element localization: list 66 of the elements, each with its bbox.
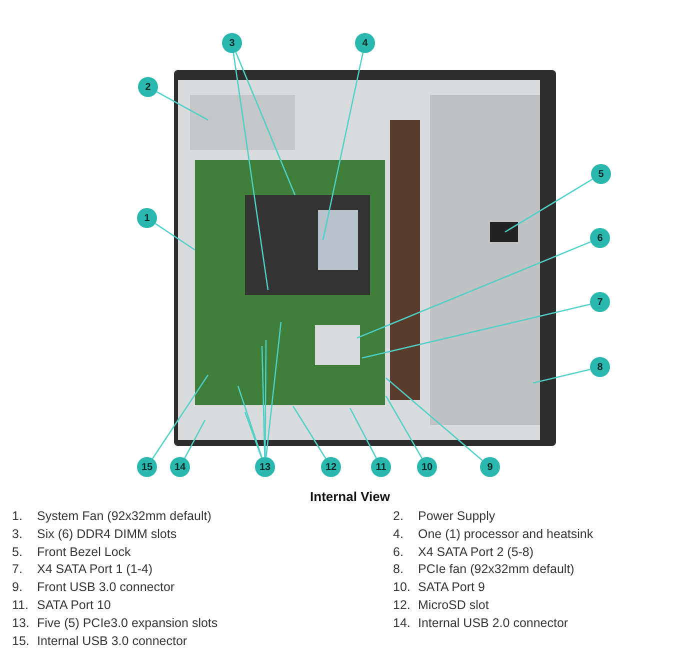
callout-number: 2 [138, 77, 158, 97]
leader-line [322, 52, 364, 240]
list-number: 1. [12, 508, 22, 524]
list-item-text: One (1) processor and heatsink [418, 526, 594, 542]
callout-number: 10 [417, 457, 437, 477]
list-number: 4. [393, 526, 404, 542]
leader-line [292, 406, 326, 459]
list-item-text: SATA Port 9 [418, 579, 485, 596]
callout-number: 15 [137, 457, 157, 477]
leader-line [232, 52, 269, 290]
list-item-text: Five (5) PCIe3.0 expansion slots [37, 614, 218, 631]
leader-line [156, 91, 208, 121]
callout-number: 7 [590, 292, 610, 312]
callout-number: 13 [255, 457, 275, 477]
list-item-text: Internal USB 2.0 connector [418, 614, 568, 631]
callout-number: 6 [590, 228, 610, 248]
list-item-text: PCIe fan (92x32mm default) [418, 561, 574, 578]
leader-line [237, 386, 262, 458]
leader-line [356, 241, 591, 339]
leader-line [152, 374, 209, 460]
leader-line [235, 52, 296, 196]
list-number: 12. [393, 597, 410, 613]
leader-line [362, 304, 590, 359]
callout-number: 11 [371, 457, 391, 477]
leader-line [385, 396, 423, 459]
leader-line [154, 223, 196, 251]
leader-line [504, 178, 593, 233]
list-number: 5. [12, 544, 22, 560]
callout-number: 8 [590, 357, 610, 377]
list-number: 15. [12, 632, 30, 649]
list-item-text: SATA Port 10 [37, 597, 111, 613]
list-number: 13. [12, 614, 30, 631]
list-item-text: Six (6) DDR4 DIMM slots [37, 526, 177, 542]
list-item-text: Internal USB 3.0 connector [37, 632, 188, 649]
list-number: 11. [12, 597, 28, 613]
list-number: 3. [12, 526, 22, 542]
callout-number: 9 [480, 457, 500, 477]
callout-number: 3 [222, 33, 242, 53]
list-number: 14. [393, 614, 410, 631]
list-item-text: Front USB 3.0 connector [37, 579, 175, 596]
leader-line [264, 340, 267, 457]
list-item-text: X4 SATA Port 2 (5-8) [418, 544, 534, 560]
callout-number: 5 [591, 164, 611, 184]
list-number: 6. [393, 544, 404, 560]
callout-number: 4 [355, 33, 375, 53]
leader-line [265, 322, 282, 458]
callout-number: 12 [321, 457, 341, 477]
leader-line [244, 412, 262, 458]
callout-number: 14 [170, 457, 190, 477]
list-number: 2. [393, 508, 404, 524]
list-item-text: MicroSD slot [418, 597, 489, 613]
leader-line [532, 368, 590, 384]
list-item-text: Front Bezel Lock [37, 544, 131, 560]
leader-line [349, 408, 377, 458]
list-number: 9. [12, 579, 22, 596]
list-item-text: X4 SATA Port 1 (1-4) [37, 561, 153, 578]
figure-title: Internal View [309, 489, 391, 504]
leader-line [184, 420, 206, 458]
list-number: 7. [12, 561, 22, 578]
list-item-text: Power Supply [418, 508, 496, 524]
list-item-text: System Fan (92x32mm default) [37, 508, 212, 524]
list-number: 10. [393, 579, 410, 596]
list-number: 8. [393, 561, 404, 578]
leader-line [386, 378, 483, 461]
callout-number: 1 [137, 208, 157, 228]
leader-line [261, 346, 266, 458]
